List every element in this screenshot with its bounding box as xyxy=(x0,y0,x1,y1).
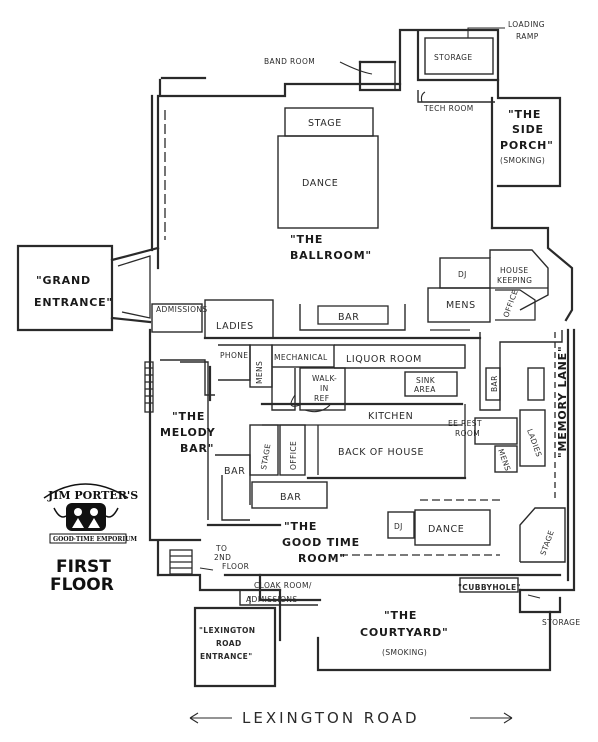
stage-mid-label: STAGE xyxy=(259,443,272,470)
memory-lane-label: "MEMORY LANE" xyxy=(556,345,569,458)
logo-tagline: GOOD·TIME EMPORIUM xyxy=(53,536,137,543)
side-porch-label-4: (SMOKING) xyxy=(500,156,545,165)
dj-top-label: DJ xyxy=(458,270,467,279)
to-2nd-floor-label-2: 2ND xyxy=(214,553,231,562)
lexington-entrance-label-1: "LEXINGTON xyxy=(199,626,255,635)
office-mid-label: OFFICE xyxy=(289,441,298,470)
melody-bar-label-1: "THE xyxy=(172,410,205,423)
good-time-label-3: ROOM" xyxy=(298,552,346,565)
good-time-label-2: GOOD TIME xyxy=(282,536,360,549)
cloak-room-label-2: ADMISSIONS xyxy=(246,595,298,604)
ladies-top-label: LADIES xyxy=(216,321,254,332)
stage-top-label: STAGE xyxy=(308,118,342,129)
side-porch-label-2: SIDE xyxy=(512,123,544,136)
grand-entrance-label-2: ENTRANCE" xyxy=(34,296,113,309)
arrows xyxy=(189,27,541,724)
sink-area-label-2: AREA xyxy=(414,385,436,394)
office-right-label: OFFICE xyxy=(501,288,519,318)
logo-name: JIM PORTER'S xyxy=(47,489,138,502)
tech-room-label: TECH ROOM xyxy=(423,104,474,113)
walk-in-label-2: IN xyxy=(320,384,329,393)
courtyard-label-1: "THE xyxy=(384,609,417,622)
loading-ramp-label-1: LOADING xyxy=(508,20,545,29)
mens-top-label: MENS xyxy=(446,300,476,311)
melody-bar-label-3: BAR" xyxy=(180,442,214,455)
back-of-house-label: BACK OF HOUSE xyxy=(338,447,424,458)
walk-in-label-1: WALK- xyxy=(312,374,337,383)
liquor-room-label: LIQUOR ROOM xyxy=(346,354,422,365)
mens-side-label: MENS xyxy=(255,361,264,384)
dj-bottom-label: DJ xyxy=(394,522,403,531)
housekeeping-label-1: HOUSE xyxy=(500,266,529,275)
stairs-left xyxy=(144,361,154,413)
bar-bottom-label: BAR xyxy=(280,492,301,503)
bar-left-label: BAR xyxy=(224,466,245,477)
floor-label-floor: FLOOR xyxy=(50,575,114,595)
loading-ramp-label-2: RAMP xyxy=(516,32,539,41)
storage-bottom-label: STORAGE xyxy=(542,618,581,627)
courtyard-label-2: COURTYARD" xyxy=(360,626,449,639)
ee-rest-label-2: ROOM xyxy=(455,429,480,438)
room-labels: LOADING RAMP BAND ROOM STORAGE TECH ROOM… xyxy=(34,20,581,661)
to-2nd-floor-label-1: TO xyxy=(215,544,227,553)
bar-right-label: BAR xyxy=(490,375,499,392)
mens-right-label: MENS xyxy=(496,448,512,473)
dance-top-label: DANCE xyxy=(302,178,338,189)
courtyard-label-3: (SMOKING) xyxy=(382,648,427,657)
outer-walls xyxy=(16,28,576,688)
cloak-room-label-1: CLOAK ROOM/ xyxy=(254,581,312,590)
storage-top-label: STORAGE xyxy=(434,53,473,62)
housekeeping-label-2: KEEPING xyxy=(497,276,532,285)
admissions-label: ADMISSIONS xyxy=(156,305,208,314)
side-porch-label-1: "THE xyxy=(508,108,541,121)
band-room-label: BAND ROOM xyxy=(264,57,315,66)
ballroom-label-1: "THE xyxy=(290,233,323,246)
stage-right-label: STAGE xyxy=(538,529,555,557)
ladies-right-label: LADIES xyxy=(525,428,544,459)
dance-bottom-label: DANCE xyxy=(428,524,464,535)
side-porch-label-3: PORCH" xyxy=(500,139,554,152)
melody-bar-label-2: MELODY xyxy=(160,426,216,439)
stairs-bottom xyxy=(169,549,193,575)
floor-label-first: FIRST xyxy=(56,557,111,577)
mechanical-label: MECHANICAL xyxy=(274,353,328,362)
phone-label: PHONE xyxy=(220,351,248,360)
jim-porters-logo: JIM PORTER'S GOOD·TIME EMPORIUM xyxy=(43,483,138,544)
ballroom-label-2: BALLROOM" xyxy=(290,249,372,262)
to-2nd-floor-label-3: FLOOR xyxy=(222,562,249,571)
street-label: LEXINGTON ROAD xyxy=(242,709,420,727)
rooms xyxy=(151,37,566,606)
kitchen-label: KITCHEN xyxy=(368,411,413,422)
ee-rest-label-1: EE REST xyxy=(448,419,482,428)
bar-top-label: BAR xyxy=(338,312,359,323)
lexington-entrance-label-2: ROAD xyxy=(216,639,242,648)
walk-in-label-3: REF xyxy=(314,394,329,403)
lexington-entrance-label-3: ENTRANCE" xyxy=(200,652,253,661)
cubbyhole-label: "CUBBYHOLE" xyxy=(458,583,521,592)
good-time-label-1: "THE xyxy=(284,520,317,533)
grand-entrance-label-1: "GRAND xyxy=(36,274,91,287)
sink-area-label-1: SINK xyxy=(416,376,436,385)
